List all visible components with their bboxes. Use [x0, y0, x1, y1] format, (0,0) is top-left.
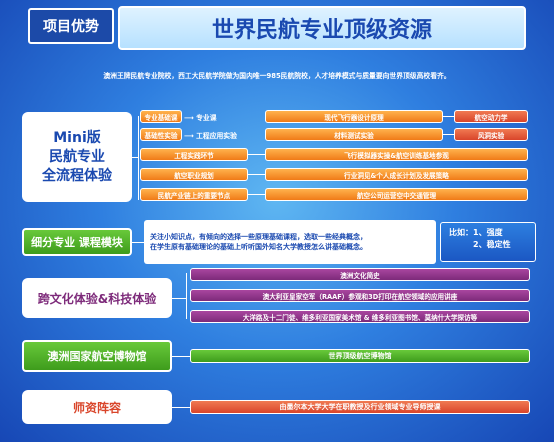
- intro-text: 澳洲王牌民航专业院校，西工大民航学院做为国内唯一985民航院校，人才培养模式与质…: [103, 72, 451, 80]
- row2-arrow-text: ⟶ 工程应用实验: [184, 131, 237, 140]
- connector: [138, 116, 139, 200]
- connector: [132, 242, 144, 243]
- module-desc-box: [144, 220, 436, 264]
- mini-program-label: Mini版 民航专业 全流程体验: [22, 112, 132, 202]
- module-desc-line-1: 关注小知识点，有倾向的选择一些原理基础课程，选取一些经典概念，: [150, 233, 367, 241]
- row1-mid-box: 现代飞行器设计原理: [265, 110, 443, 123]
- row1-right-box: 航空动力学: [454, 110, 528, 123]
- row5-mid-box: 航空公司运营空中交通管理: [265, 188, 528, 201]
- culture-label: 跨文化体验&科技体验: [22, 278, 172, 318]
- connector: [248, 154, 265, 155]
- row2-mid-box: 材料测试实验: [265, 128, 443, 141]
- culture-item-1: 澳洲文化简史: [190, 268, 530, 281]
- faculty-label: 师资阵容: [22, 390, 172, 424]
- connector: [248, 194, 265, 195]
- page-title: 世界民航专业顶级资源: [118, 6, 526, 50]
- connector: [172, 356, 190, 357]
- connector: [172, 298, 186, 299]
- connector: [443, 134, 454, 135]
- row2-right-box: 风洞实验: [454, 128, 528, 141]
- row1-arrow-text: ⟶ 专业课: [184, 113, 217, 122]
- museum-item: 世界顶级航空博物馆: [190, 349, 530, 363]
- mini-line-3: 全流程体验: [42, 167, 112, 184]
- connector: [186, 273, 187, 319]
- row4-left-box: 航空职业规划: [140, 168, 248, 181]
- connector: [172, 407, 190, 408]
- module-compare-box: 比如：1、强度 2、稳定性: [440, 222, 536, 262]
- compare-line-1: 比如：1、强度: [449, 228, 503, 237]
- row5-left-box: 民航产业链上的重要节点: [140, 188, 248, 201]
- module-desc-text: 关注小知识点，有倾向的选择一些原理基础课程，选取一些经典概念， 在学生原有基础理…: [150, 222, 430, 262]
- module-label: 细分专业 课程模块: [22, 228, 132, 256]
- museum-label: 澳洲国家航空博物馆: [22, 340, 172, 372]
- culture-item-3: 大洋路及十二门徒、维多利亚国家美术馆 & 维多利亚图书馆、莫纳什大学探访等: [190, 310, 530, 323]
- connector: [132, 157, 138, 158]
- connector: [248, 174, 265, 175]
- row4-mid-box: 行业洞见&个人成长计划及发展策略: [265, 168, 528, 181]
- row3-mid-box: 飞行模拟器实操&航空训练基地参观: [265, 148, 528, 161]
- mini-line-2: 民航专业: [49, 148, 105, 165]
- module-desc-line-2: 在学生原有基础理论的基础上听听国外知名大学教授怎么讲基础概念。: [150, 243, 367, 251]
- mini-line-1: Mini版: [53, 129, 101, 146]
- culture-item-2: 澳大利亚皇家空军（RAAF）参观和3D打印在航空领域的应用讲座: [190, 289, 530, 302]
- row1-left-box: 专业基础课: [140, 110, 182, 123]
- faculty-item: 由墨尔本大学大学在职教授及行业领域专业导师授课: [190, 400, 530, 414]
- row2-left-box: 基础性实验: [140, 128, 182, 141]
- connector: [443, 116, 454, 117]
- compare-line-2: 2、稳定性: [473, 240, 511, 249]
- section-tag: 项目优势: [28, 8, 114, 44]
- row3-left-box: 工程实践环节: [140, 148, 248, 161]
